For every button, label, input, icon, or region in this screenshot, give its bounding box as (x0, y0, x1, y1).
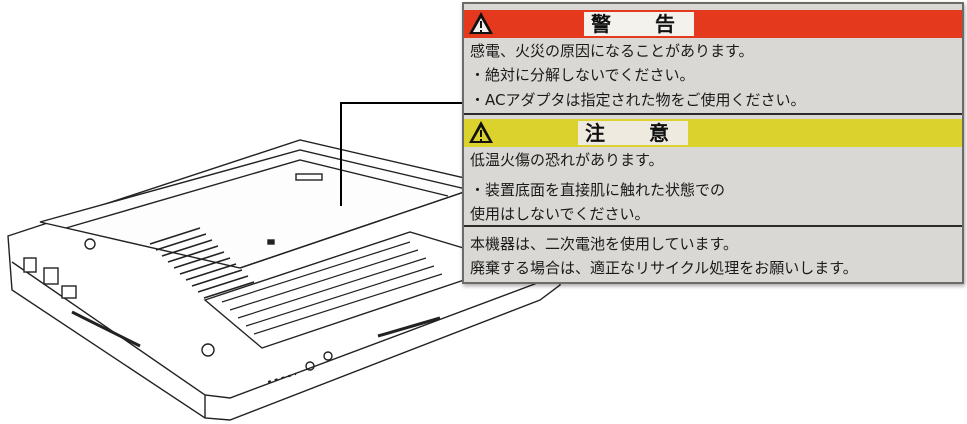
battery-notice-line-1: 本機器は、二次電池を使用しています。 (470, 235, 739, 253)
caution-line-3: 使用はしないでください。 (470, 205, 650, 223)
screw (201, 343, 215, 357)
caution-title: 注 意 (578, 121, 688, 145)
caution-header-band: 注 意 (464, 119, 962, 147)
warning-line-2: ・絶対に分解しないでください。 (470, 66, 695, 84)
warning-title: 警 告 (584, 12, 694, 36)
battery-notice-line-2: 廃棄する場合は、適正なリサイクル処理をお願いします。 (470, 259, 858, 277)
warning-header-band: 警 告 (464, 10, 962, 38)
callout-line-horizontal (340, 102, 464, 104)
port-3 (61, 285, 77, 299)
divider (464, 113, 962, 115)
port-1 (23, 257, 37, 273)
warning-line-1: 感電、火災の原因になることがあります。 (470, 42, 754, 60)
divider (464, 225, 962, 227)
screw (84, 238, 96, 250)
screw (305, 361, 315, 371)
warning-label: 警 告 感電、火災の原因になることがあります。 ・絶対に分解しないでください。 … (462, 2, 964, 284)
screw (323, 351, 333, 361)
warning-line-3: ・ACアダプタは指定された物をご使用ください。 (470, 91, 806, 109)
caution-line-2: ・装置底面を直接肌に触れた状態での (470, 181, 726, 199)
caution-line-1: 低温火傷の恐れがあります。 (470, 151, 664, 169)
port-2 (43, 267, 59, 285)
callout-line-vertical (340, 102, 342, 206)
